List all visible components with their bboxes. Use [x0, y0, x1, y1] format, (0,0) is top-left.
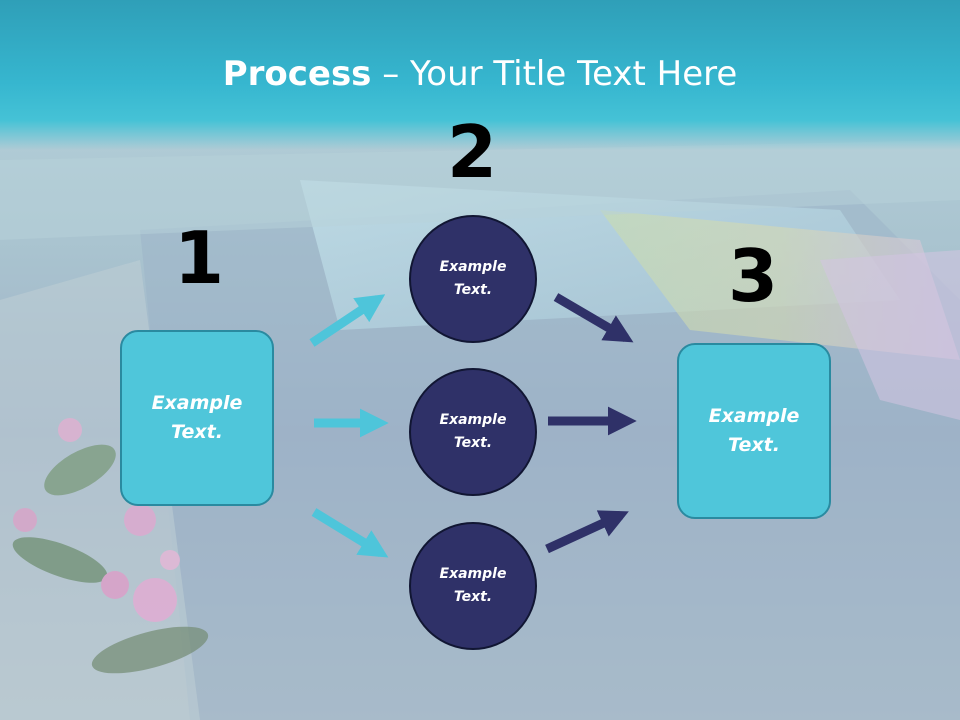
- step-2-circle-bottom: Example Text.: [409, 522, 537, 650]
- title-bold: Process: [222, 54, 372, 94]
- step-number-2: 2: [446, 110, 498, 194]
- step-1-box: Example Text.: [120, 330, 274, 506]
- step-2-circle-top: Example Text.: [409, 215, 537, 343]
- step-2-text-bottom: Example Text.: [439, 566, 507, 605]
- step-2-circle-middle: Example Text.: [409, 368, 537, 496]
- step-2-text-middle: Example Text.: [439, 412, 507, 451]
- step-3-box: Example Text.: [677, 343, 831, 519]
- step-2-text-top: Example Text.: [439, 259, 507, 298]
- title-banner: [0, 0, 960, 150]
- step-3-text: Example Text.: [708, 405, 800, 456]
- arrow-2-to-3-top: [553, 293, 634, 343]
- arrow-1-to-2-bottom: [311, 508, 389, 558]
- arrow-1-to-2-top: [309, 294, 386, 347]
- step-1-text: Example Text.: [151, 392, 243, 443]
- slide-title: Process – Your Title Text Here: [0, 52, 960, 96]
- arrow-2-to-3-bottom: [545, 510, 629, 554]
- title-rest: – Your Title Text Here: [371, 54, 738, 94]
- step-number-3: 3: [727, 234, 779, 318]
- step-number-1: 1: [173, 216, 225, 300]
